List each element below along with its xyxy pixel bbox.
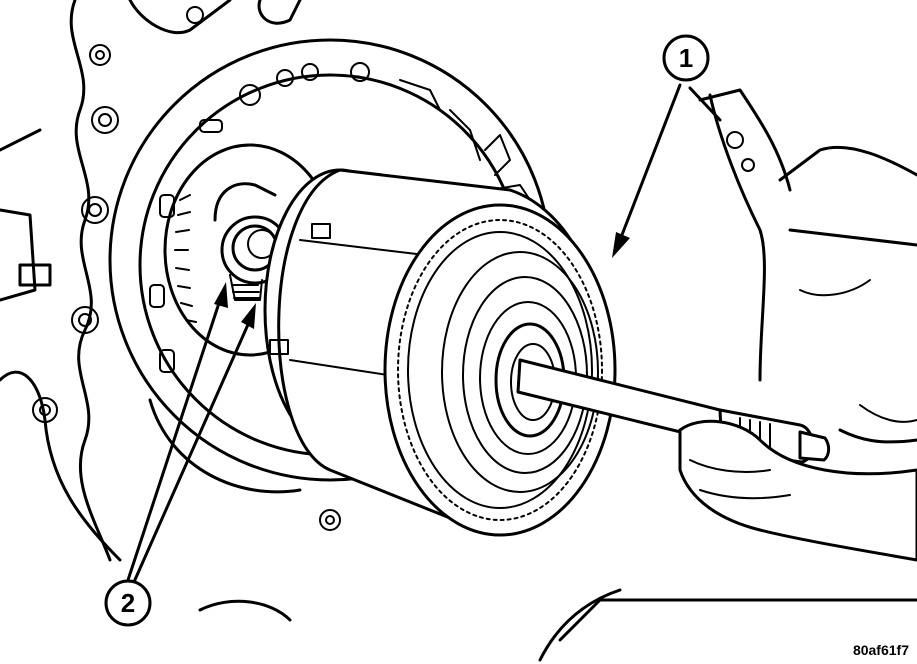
case-gasket-edge xyxy=(0,0,302,562)
callout-2-marker: 2 xyxy=(104,579,152,627)
callout-1-marker: 1 xyxy=(662,34,710,82)
callout-2-label: 2 xyxy=(121,588,135,618)
leader-lines xyxy=(126,83,722,584)
callout-1-label: 1 xyxy=(679,43,693,73)
figure-code: 80af61f7 xyxy=(852,642,909,658)
technician-hands xyxy=(678,404,917,562)
clutch-retainer-drum xyxy=(263,168,617,537)
right-housing-edge xyxy=(198,88,917,662)
